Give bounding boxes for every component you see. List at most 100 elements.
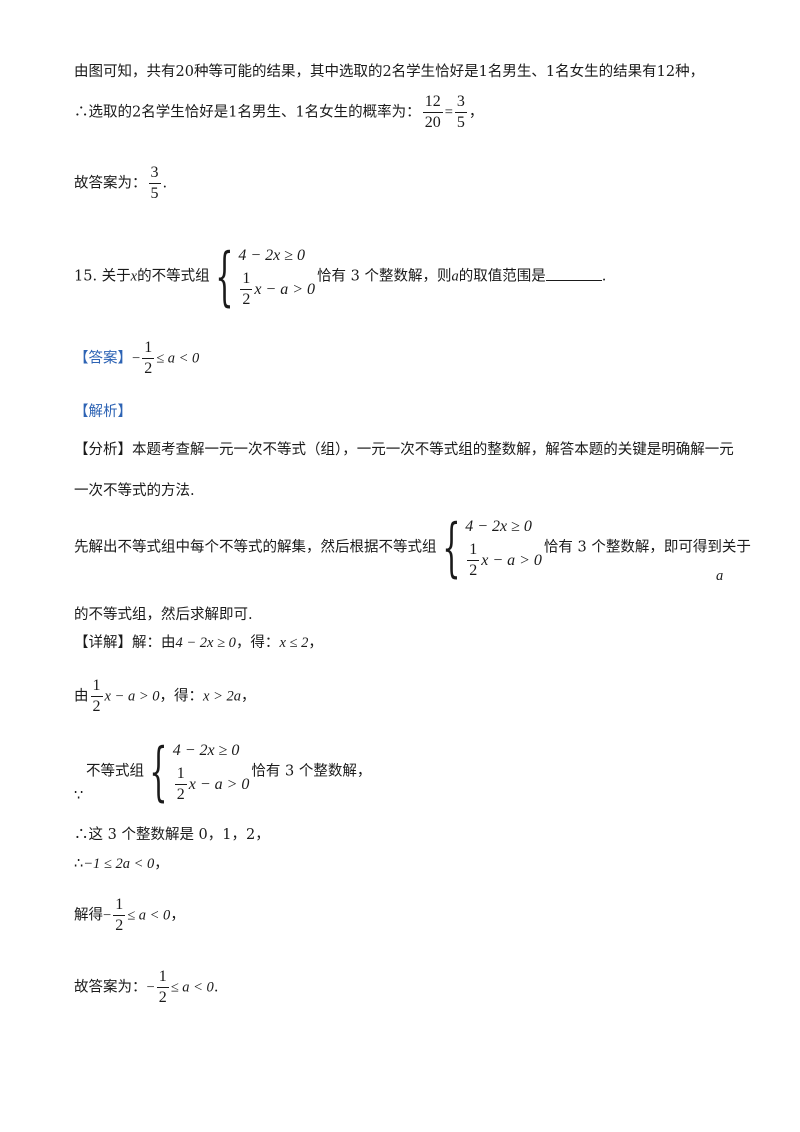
- punct: .: [213, 979, 219, 996]
- denominator: 2: [242, 291, 251, 308]
- range-expr: −1 ≤ 2a < 0: [83, 856, 155, 872]
- left-brace: {: [214, 239, 234, 314]
- inequality-1: 4 − 2x ≥ 0: [175, 635, 236, 651]
- punct: .: [601, 268, 607, 285]
- because-text-2: 恰有 3 个整数解，: [251, 763, 372, 780]
- question-text-2: 恰有 3 个整数解，则: [317, 268, 452, 285]
- denominator: 2: [469, 562, 478, 579]
- detail-line: 【详解】解：由4 − 2x ≥ 0，得：x ≤ 2，: [74, 633, 323, 653]
- answer-expr: ≤ a < 0: [156, 350, 200, 367]
- you-text: 由: [74, 688, 89, 705]
- denominator: 20: [424, 114, 441, 131]
- row-2-expr: x − a > 0: [188, 775, 250, 793]
- solve-expr: ≤ a < 0: [127, 907, 171, 924]
- denominator: 2: [92, 698, 101, 715]
- numerator: 1: [467, 540, 480, 561]
- denominator: 2: [115, 917, 124, 934]
- question-text: 的不等式组: [137, 268, 210, 285]
- method-text: 先解出不等式组中每个不等式的解集，然后根据不等式组: [74, 539, 437, 556]
- numerator: 12: [422, 92, 443, 113]
- numerator: 3: [148, 163, 161, 184]
- numerator: 3: [454, 92, 467, 113]
- punct: .: [162, 175, 168, 192]
- equals-sign: =: [444, 104, 453, 121]
- punct: ，: [241, 688, 256, 705]
- answer-label: 故答案为：: [74, 175, 147, 192]
- denominator: 2: [144, 360, 153, 377]
- punct: ，: [154, 856, 169, 872]
- numerator: 1: [113, 895, 126, 916]
- final-text: 故答案为：: [74, 979, 147, 996]
- numerator: 1: [90, 676, 103, 697]
- therefore-symbol: ∴: [74, 856, 84, 872]
- denominator: 2: [158, 989, 167, 1006]
- probability-text: ∴选取的2名学生恰好是1名男生、1名女生的概率为：: [74, 104, 421, 121]
- minus-sign: −: [132, 350, 141, 367]
- you-text-2: ，得：: [159, 688, 204, 705]
- detail-text-2: ，得：: [235, 635, 280, 651]
- left-brace: {: [441, 510, 461, 585]
- method-text-2: 恰有 3 个整数解，即可得到关于: [543, 539, 751, 556]
- question-text-3: 的取值范围是: [458, 268, 546, 285]
- question-number: 15. 关于: [74, 268, 131, 285]
- answer-blank: [545, 266, 602, 281]
- minus-sign: −: [103, 907, 112, 924]
- denominator: 5: [150, 185, 159, 202]
- numerator: 1: [174, 764, 187, 785]
- inequality-2: x − a > 0: [104, 688, 160, 705]
- punct: ，: [170, 907, 185, 924]
- fenxi-line-2: 一次不等式的方法.: [74, 483, 195, 499]
- var-x: x: [130, 268, 138, 285]
- left-brace: {: [149, 734, 168, 809]
- so-line-2: ∴−1 ≤ 2a < 0，: [74, 854, 169, 874]
- row-2-expr: x − a > 0: [481, 551, 542, 569]
- row-2-expr: x − a > 0: [254, 280, 316, 298]
- final-expr: ≤ a < 0: [170, 979, 214, 996]
- numerator: 1: [156, 967, 169, 988]
- system-row-1: 4 − 2x ≥ 0: [172, 742, 240, 759]
- punct: ，: [308, 635, 323, 651]
- denominator: 5: [456, 114, 465, 131]
- answer-tag: 【答案】: [74, 350, 132, 367]
- system-row-1: 4 − 2x ≥ 0: [238, 247, 306, 264]
- minus-sign: −: [146, 979, 155, 996]
- detail-text: 【详解】解：由: [74, 635, 176, 651]
- var-a-wrapped: a: [716, 568, 724, 584]
- numerator: 1: [240, 269, 253, 290]
- denominator: 2: [176, 786, 185, 803]
- because-symbol: ∵: [74, 788, 84, 804]
- line-result-count: 由图可知，共有20种等可能的结果，其中选取的2名学生恰好是1名男生、1名女生的结…: [74, 64, 705, 80]
- method-line-2: 的不等式组，然后求解即可.: [74, 607, 253, 623]
- punct: ，: [468, 104, 484, 121]
- solve-text: 解得: [74, 907, 103, 924]
- because-text: 不等式组: [86, 763, 144, 780]
- system-row-1: 4 − 2x ≥ 0: [465, 518, 532, 535]
- solution-1: x ≤ 2: [279, 635, 309, 651]
- numerator: 1: [142, 338, 155, 359]
- solution-2: x > 2a: [203, 688, 241, 705]
- analysis-tag: 【解析】: [74, 404, 132, 420]
- fenxi-line-1: 【分析】本题考查解一元一次不等式（组），一元一次不等式组的整数解，解答本题的关键…: [74, 442, 734, 458]
- var-a: a: [451, 268, 459, 285]
